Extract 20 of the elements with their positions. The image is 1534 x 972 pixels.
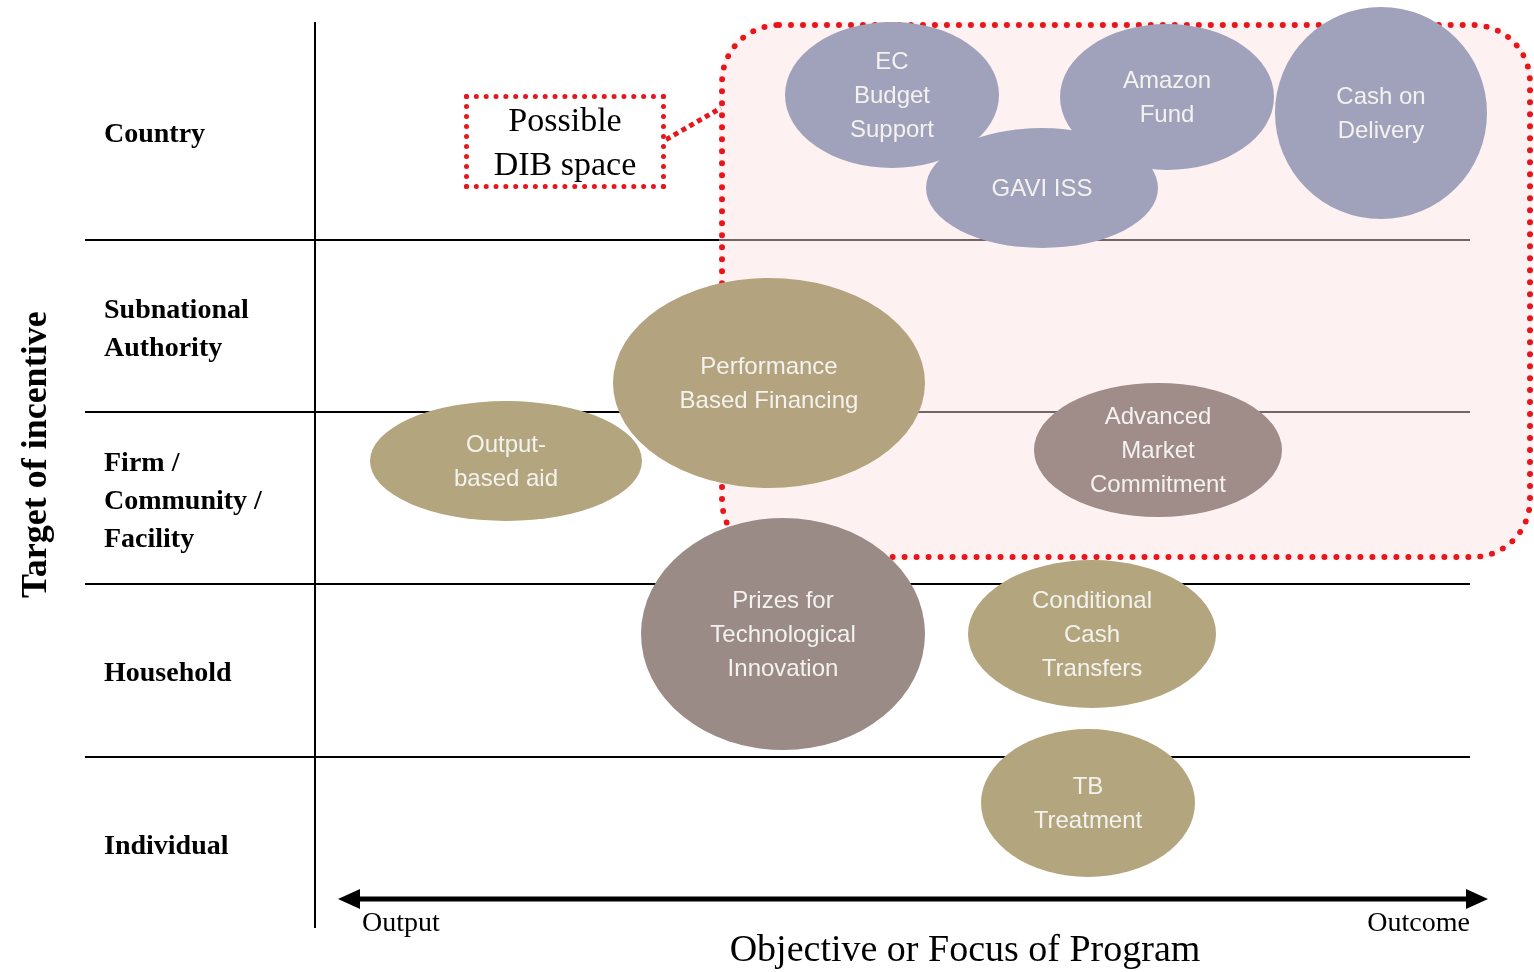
axis-title: Objective or Focus of Program (728, 926, 1202, 970)
program-ellipse: Conditional Cash Transfers (968, 560, 1216, 708)
row-label: Firm / Community / Facility (104, 445, 263, 555)
program-ellipse: Advanced Market Commitment (1034, 383, 1282, 517)
axis-end-label: Outcome (1366, 906, 1470, 938)
program-ellipse: Output-based aid (370, 401, 642, 521)
row-label: Individual (104, 828, 230, 862)
dashed-label-box: Possible DIB space (464, 94, 666, 189)
program-ellipse: EC Budget Support (785, 22, 999, 168)
row-label: Subnational Authority (104, 292, 250, 364)
program-ellipse: Performance Based Financing (613, 278, 925, 488)
axis-title: Target of incentive (15, 310, 53, 601)
row-label: Household (104, 655, 233, 689)
program-ellipse: Cash on Delivery (1275, 7, 1487, 219)
program-ellipse: Amazon Fund (1060, 24, 1274, 170)
program-ellipse: TB Treatment (981, 729, 1195, 877)
program-ellipse: Prizes for Technological Innovation (641, 518, 925, 750)
axis-end-label: Output (362, 906, 441, 938)
connector-line (664, 105, 723, 142)
row-label: Country (104, 116, 207, 150)
